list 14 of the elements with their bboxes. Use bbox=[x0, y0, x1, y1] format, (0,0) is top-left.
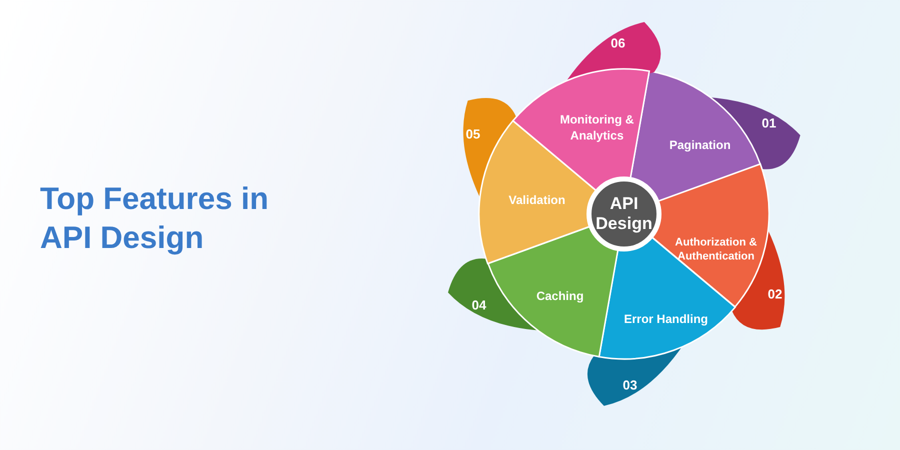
title: Top Features in API Design bbox=[40, 180, 270, 257]
segment-label: Monitoring & Analytics bbox=[558, 112, 635, 144]
step-number: 01 bbox=[762, 116, 776, 131]
step-number: 03 bbox=[622, 377, 638, 392]
segment-label: Caching bbox=[535, 289, 585, 305]
step-number: 05 bbox=[466, 126, 480, 142]
step-number: 02 bbox=[768, 286, 782, 302]
segment-label: Validation bbox=[508, 193, 566, 209]
step-number: 06 bbox=[610, 36, 626, 51]
step-number: 04 bbox=[472, 297, 486, 312]
segment-label: Pagination bbox=[668, 138, 732, 154]
center-label: API Design bbox=[594, 194, 654, 235]
segment-label: Error Handling bbox=[622, 312, 709, 328]
segment-label: Authorization & Authentication bbox=[674, 236, 758, 264]
